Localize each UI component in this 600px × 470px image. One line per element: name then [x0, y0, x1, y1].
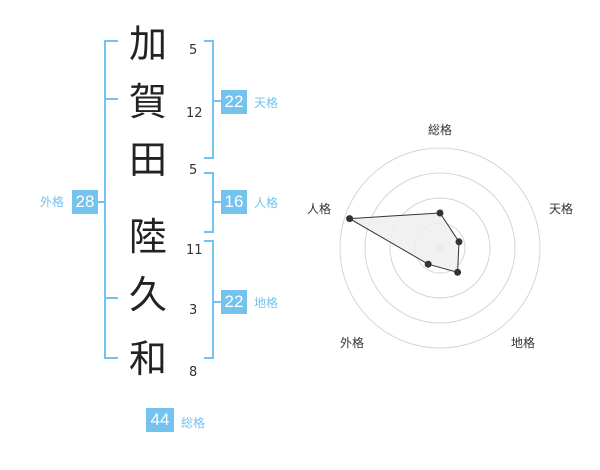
radar-value-point	[424, 260, 432, 268]
radar-value-shape	[347, 212, 460, 273]
stroke-count: 3	[189, 303, 198, 318]
stroke-count: 5	[189, 43, 198, 58]
stroke-count: 11	[186, 243, 203, 258]
bracket-line	[104, 98, 118, 100]
gaikaku-value: 28	[72, 190, 98, 214]
radar-grid-ring	[364, 172, 516, 324]
name-character: 加	[128, 22, 167, 66]
chikaku-label: 地格	[254, 296, 279, 310]
stroke-count: 8	[189, 365, 198, 380]
radar-grid-ring	[389, 197, 491, 299]
radar-axis-label-jinkaku: 人格	[307, 202, 332, 216]
tenkaku-value: 22	[221, 90, 247, 114]
bracket-line	[204, 357, 214, 359]
radar-value-point	[436, 209, 444, 217]
radar-value-point	[454, 268, 462, 276]
bracket-line	[104, 357, 118, 359]
bracket-line	[104, 40, 118, 42]
bracket-line	[213, 201, 222, 203]
bracket-line	[213, 301, 222, 303]
chikaku-value: 22	[221, 290, 247, 314]
soukaku-value: 44	[146, 408, 174, 432]
jinkaku-label: 人格	[254, 196, 279, 210]
name-character: 久	[128, 273, 167, 317]
bracket-line	[204, 157, 214, 159]
gaikaku-label: 外格	[40, 195, 65, 209]
name-character: 和	[128, 337, 167, 381]
name-character: 陸	[128, 215, 167, 259]
bracket-line	[212, 240, 214, 359]
bracket-line	[104, 40, 106, 359]
jinkaku-value: 16	[221, 190, 247, 214]
bracket-line	[204, 172, 214, 174]
radar-axis-label-chikaku: 地格	[511, 336, 536, 350]
bracket-line	[204, 240, 214, 242]
radar-value-point	[455, 238, 463, 246]
bracket-line	[213, 100, 222, 102]
name-character: 田	[128, 138, 167, 182]
radar-axis-label-gaikaku: 外格	[340, 336, 365, 350]
bracket-line	[204, 40, 214, 42]
bracket-line	[104, 297, 118, 299]
bracket-line	[96, 201, 105, 203]
radar-axis-label-soukaku: 総格	[428, 123, 453, 137]
stroke-count: 12	[186, 106, 203, 121]
radar-axis-label-tenkaku: 天格	[549, 202, 574, 216]
radar-value-point	[346, 215, 354, 223]
soukaku-label: 総格	[181, 416, 206, 430]
bracket-line	[204, 231, 214, 233]
bracket-line	[212, 40, 214, 159]
stroke-count: 5	[189, 163, 198, 178]
name-character: 賀	[128, 80, 167, 124]
radar-grid-ring	[339, 147, 541, 349]
tenkaku-label: 天格	[254, 96, 279, 110]
